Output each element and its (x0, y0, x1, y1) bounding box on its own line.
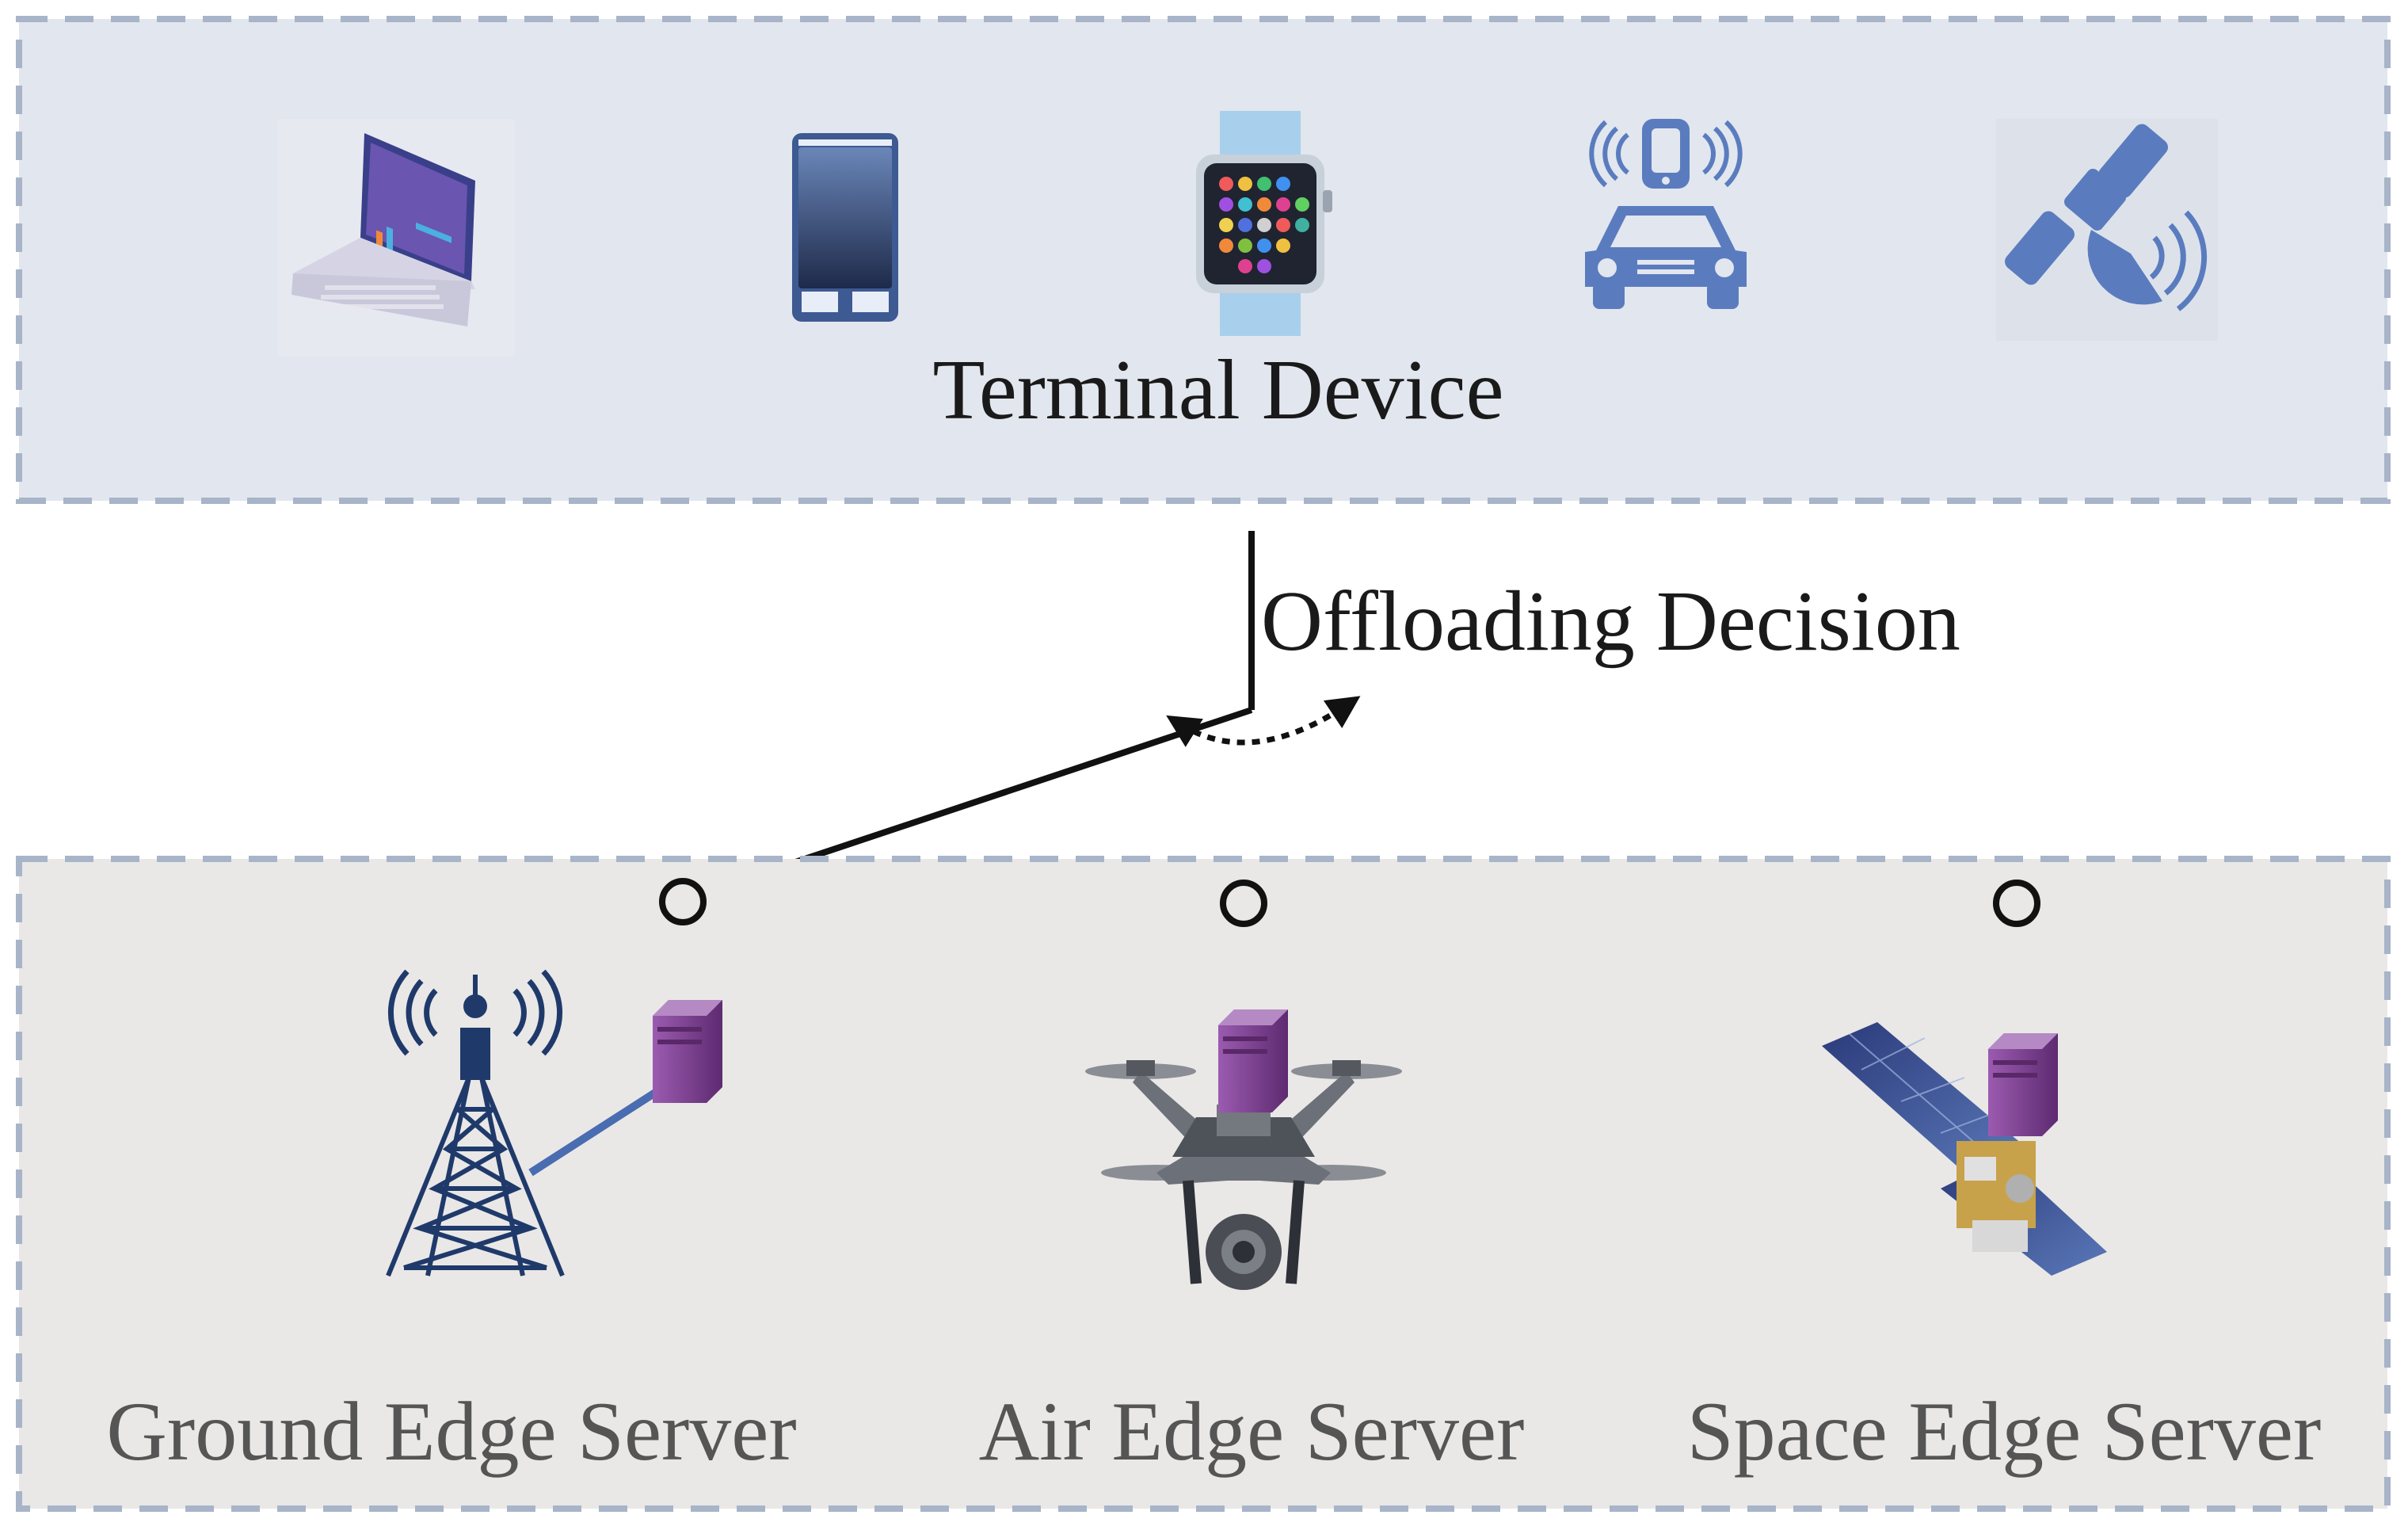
terminal-device-label: Terminal Device (932, 343, 1503, 437)
space-server-box (1988, 1033, 2058, 1136)
air-server-box (1218, 1009, 1288, 1112)
air-edge-server-label: Air Edge Server (979, 1385, 1525, 1478)
connected-car-icon (1585, 119, 1747, 309)
cell-tower-icon (386, 969, 565, 1277)
tower-server-link (528, 1083, 666, 1177)
space-edge-server-label: Space Edge Server (1687, 1385, 2322, 1478)
satellite-icon (1822, 1022, 2107, 1276)
offloading-decision-label: Offloading Decision (1261, 574, 1960, 669)
ground-server-box (653, 1000, 722, 1103)
smartphone-icon (792, 133, 898, 322)
offloading-switch: Offloading Decision (694, 531, 1960, 899)
laptop-icon (277, 119, 515, 357)
ground-contact-terminal (659, 878, 707, 925)
terminal-device-panel: Terminal Device (16, 16, 2391, 504)
ground-edge-server-label: Ground Edge Server (106, 1385, 796, 1478)
smartwatch-icon (1196, 111, 1332, 336)
air-contact-terminal (1220, 880, 1267, 927)
space-contact-terminal (1993, 880, 2040, 927)
switch-rotation-arrow (1166, 696, 1361, 747)
satellite-dish-icon (1996, 119, 2218, 341)
edge-server-panel: Ground Edge Server Air Edge Server (16, 856, 2391, 1512)
